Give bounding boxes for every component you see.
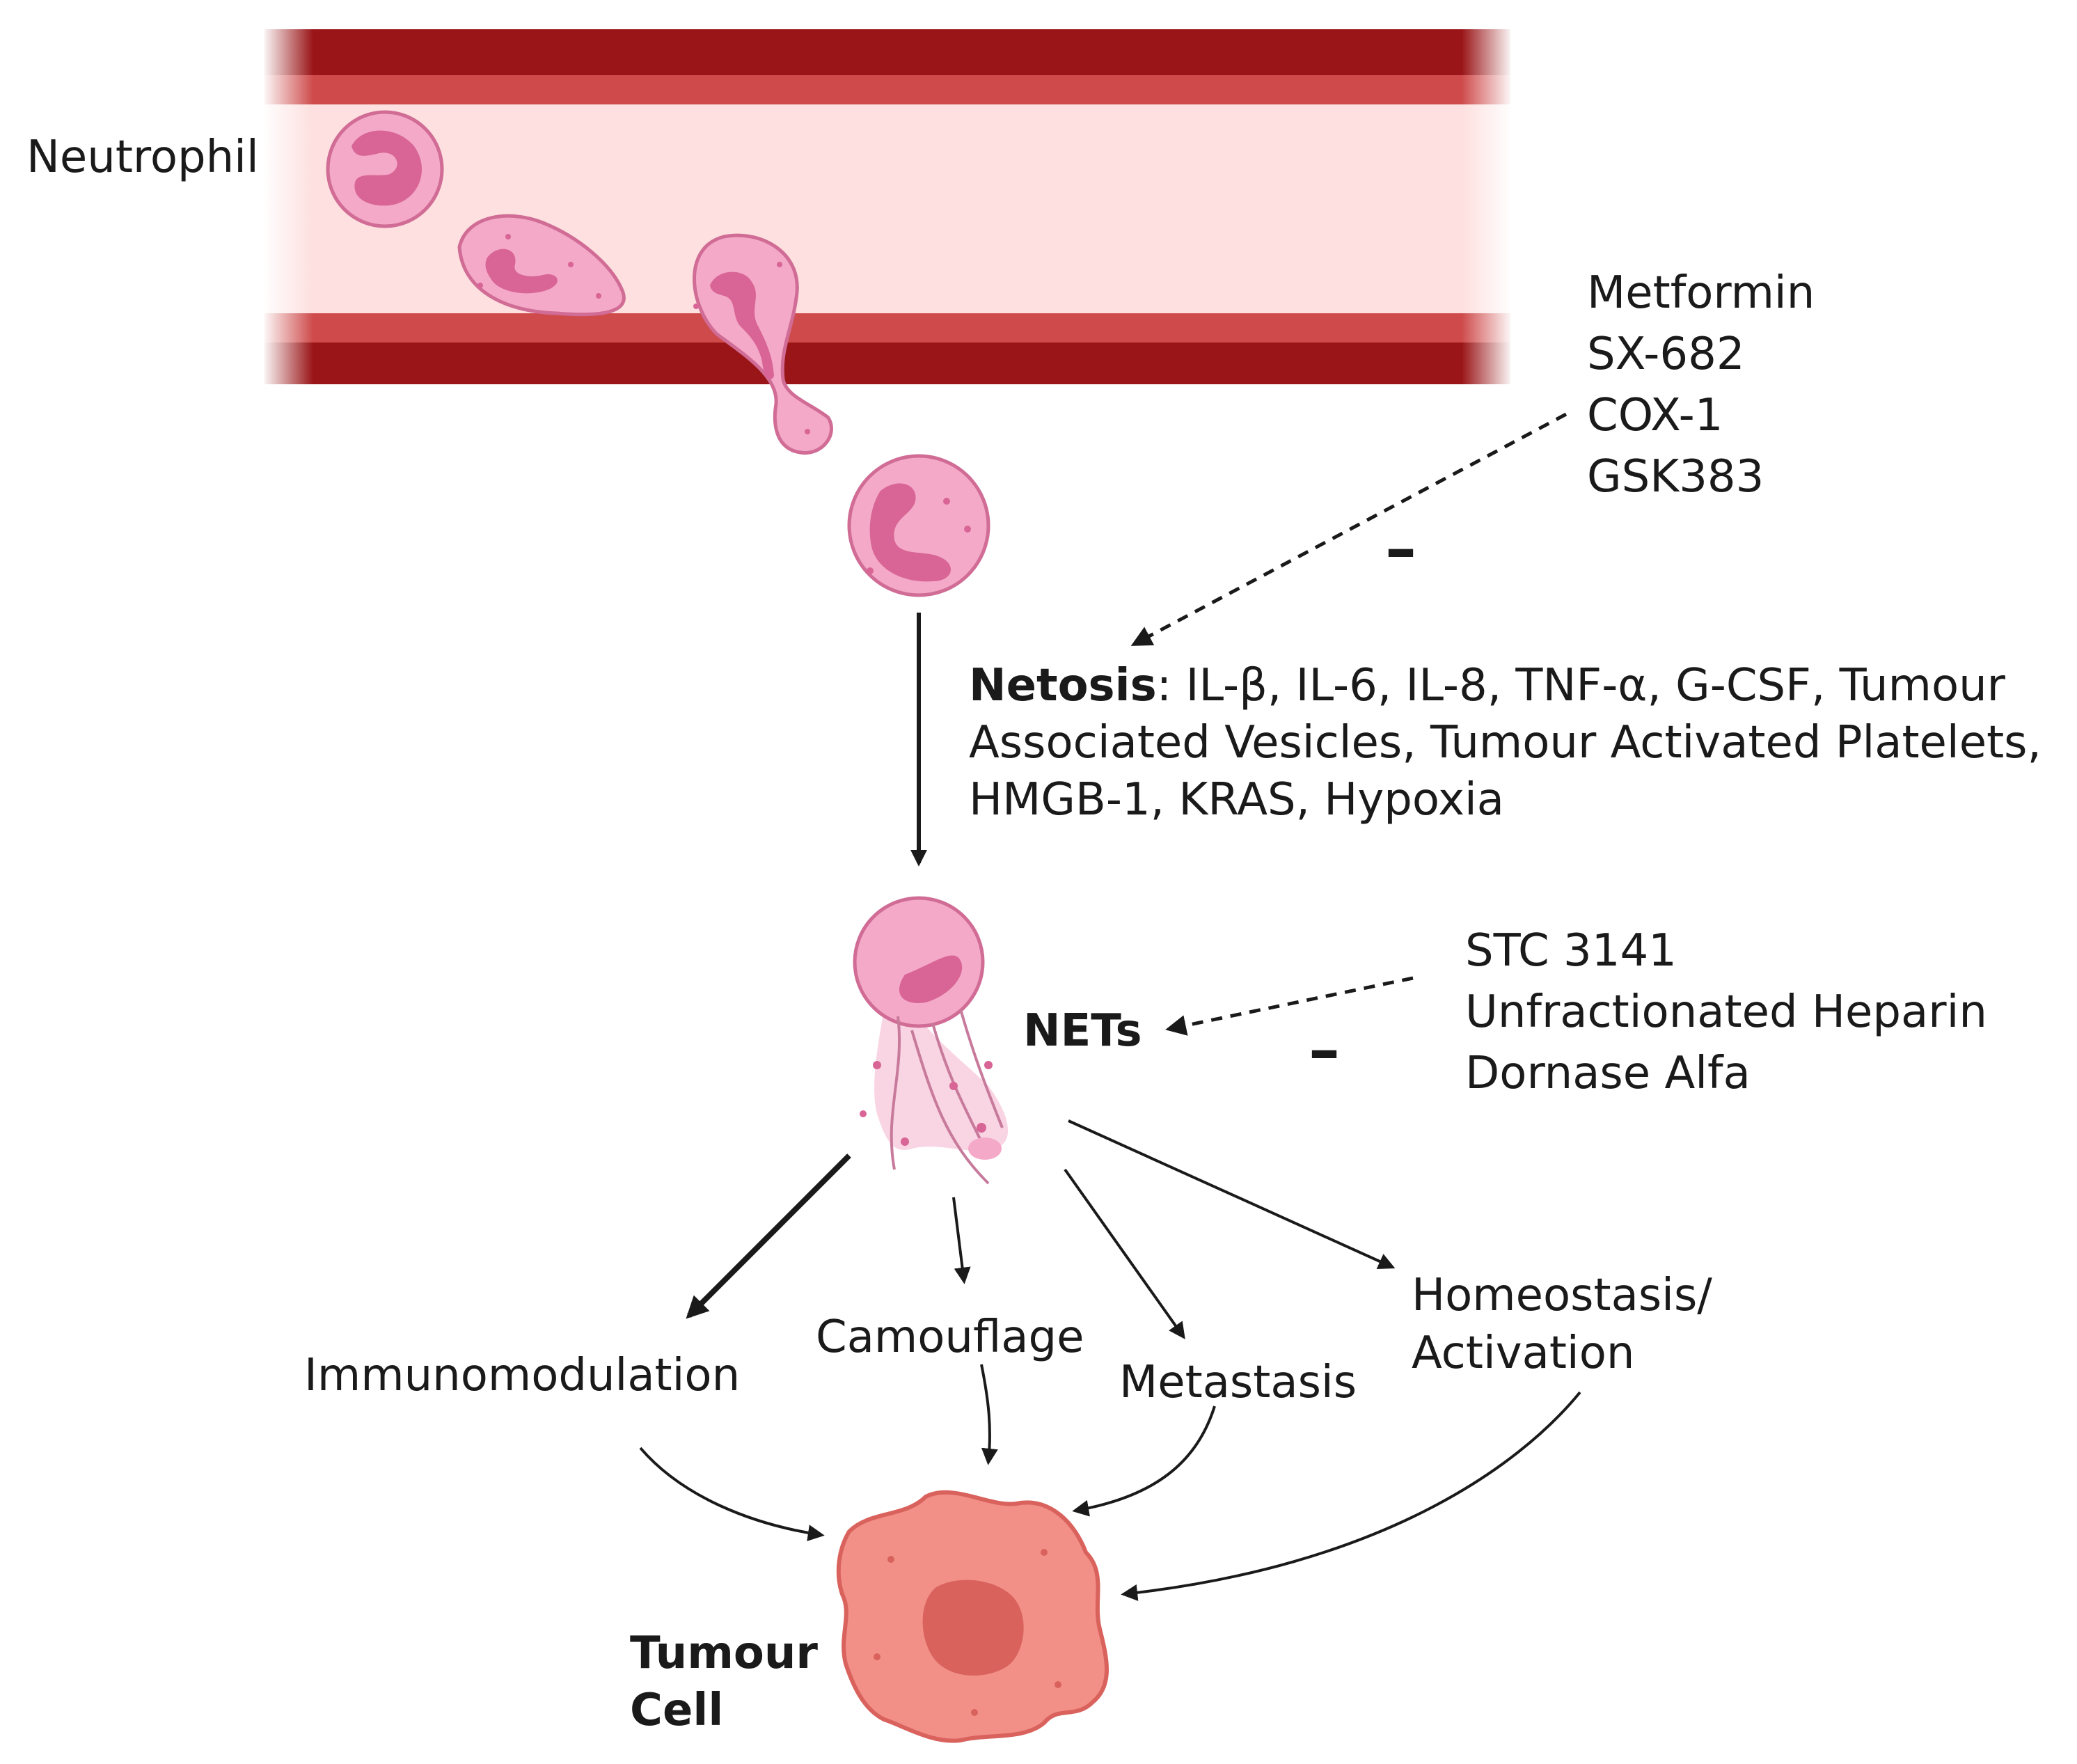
outcome-camouflage: Camouflage: [816, 1312, 1084, 1363]
tumour-cell-icon: [836, 1490, 1109, 1743]
outcome-homeostasis-activation: Homeostasis/ Activation: [1412, 1270, 1712, 1380]
arrow-immunomodulation-to-tumour: [639, 1447, 825, 1542]
arrow-camouflage-to-tumour: [980, 1364, 998, 1465]
netosis-inhibitor-4: GSK383: [1587, 451, 1764, 503]
blood-vessel: [264, 29, 1510, 384]
arrow-to-immunomodulation: [686, 1153, 851, 1319]
netosis-inhibitor-1: Metformin: [1587, 267, 1815, 319]
inhibition-sign-netosis: –: [1385, 512, 1416, 585]
outcome-metastasis: Metastasis: [1119, 1357, 1357, 1408]
netosis-inhibitor-3: COX-1: [1587, 390, 1723, 441]
arrow-metastasis-to-tumour: [1072, 1405, 1216, 1517]
nets-inhibitor-2: Unfractionated Heparin: [1465, 986, 1987, 1038]
netosis-inhibitor-2: SX-682: [1587, 329, 1745, 380]
neutrophil-icon: [847, 454, 990, 597]
neutrophil-icon: [457, 214, 626, 317]
dashed-arrow-inhibitors-nets: [1165, 976, 1414, 1036]
nets-inhibitor-1: STC 3141: [1465, 925, 1677, 977]
netosis-inducers-text: Netosis: IL-β, IL-6, IL-8, TNF-α, G-CSF,…: [969, 658, 2055, 829]
tumour-cell-label: Tumour Cell: [630, 1628, 818, 1736]
nets-inhibitor-3: Dornase Alfa: [1465, 1048, 1751, 1099]
netosis-inducers-list: : IL-β, IL-6, IL-8, TNF-α, G-CSF, Tumour…: [969, 660, 2042, 826]
neutrophil-icon: [693, 233, 833, 455]
arrow-homeostasis-to-tumour: [1121, 1391, 1581, 1601]
dashed-arrow-inhibitors-netosis: [1130, 412, 1567, 646]
inhibition-sign-nets: –: [1309, 1014, 1340, 1087]
outcome-immunomodulation: Immunomodulation: [304, 1350, 741, 1401]
arrow-to-homeostasis: [1068, 1119, 1396, 1270]
neutrophil-label: Neutrophil: [26, 132, 259, 183]
arrows: [639, 412, 1581, 1601]
arrow-to-camouflage: [952, 1197, 971, 1284]
net-releasing-neutrophil-icon: [853, 896, 1009, 1185]
nets-label: NETs: [1023, 1005, 1142, 1057]
netosis-term: Netosis: [969, 660, 1157, 711]
neutrophil-icon: [326, 110, 444, 228]
arrow-to-metastasis: [1064, 1168, 1185, 1339]
